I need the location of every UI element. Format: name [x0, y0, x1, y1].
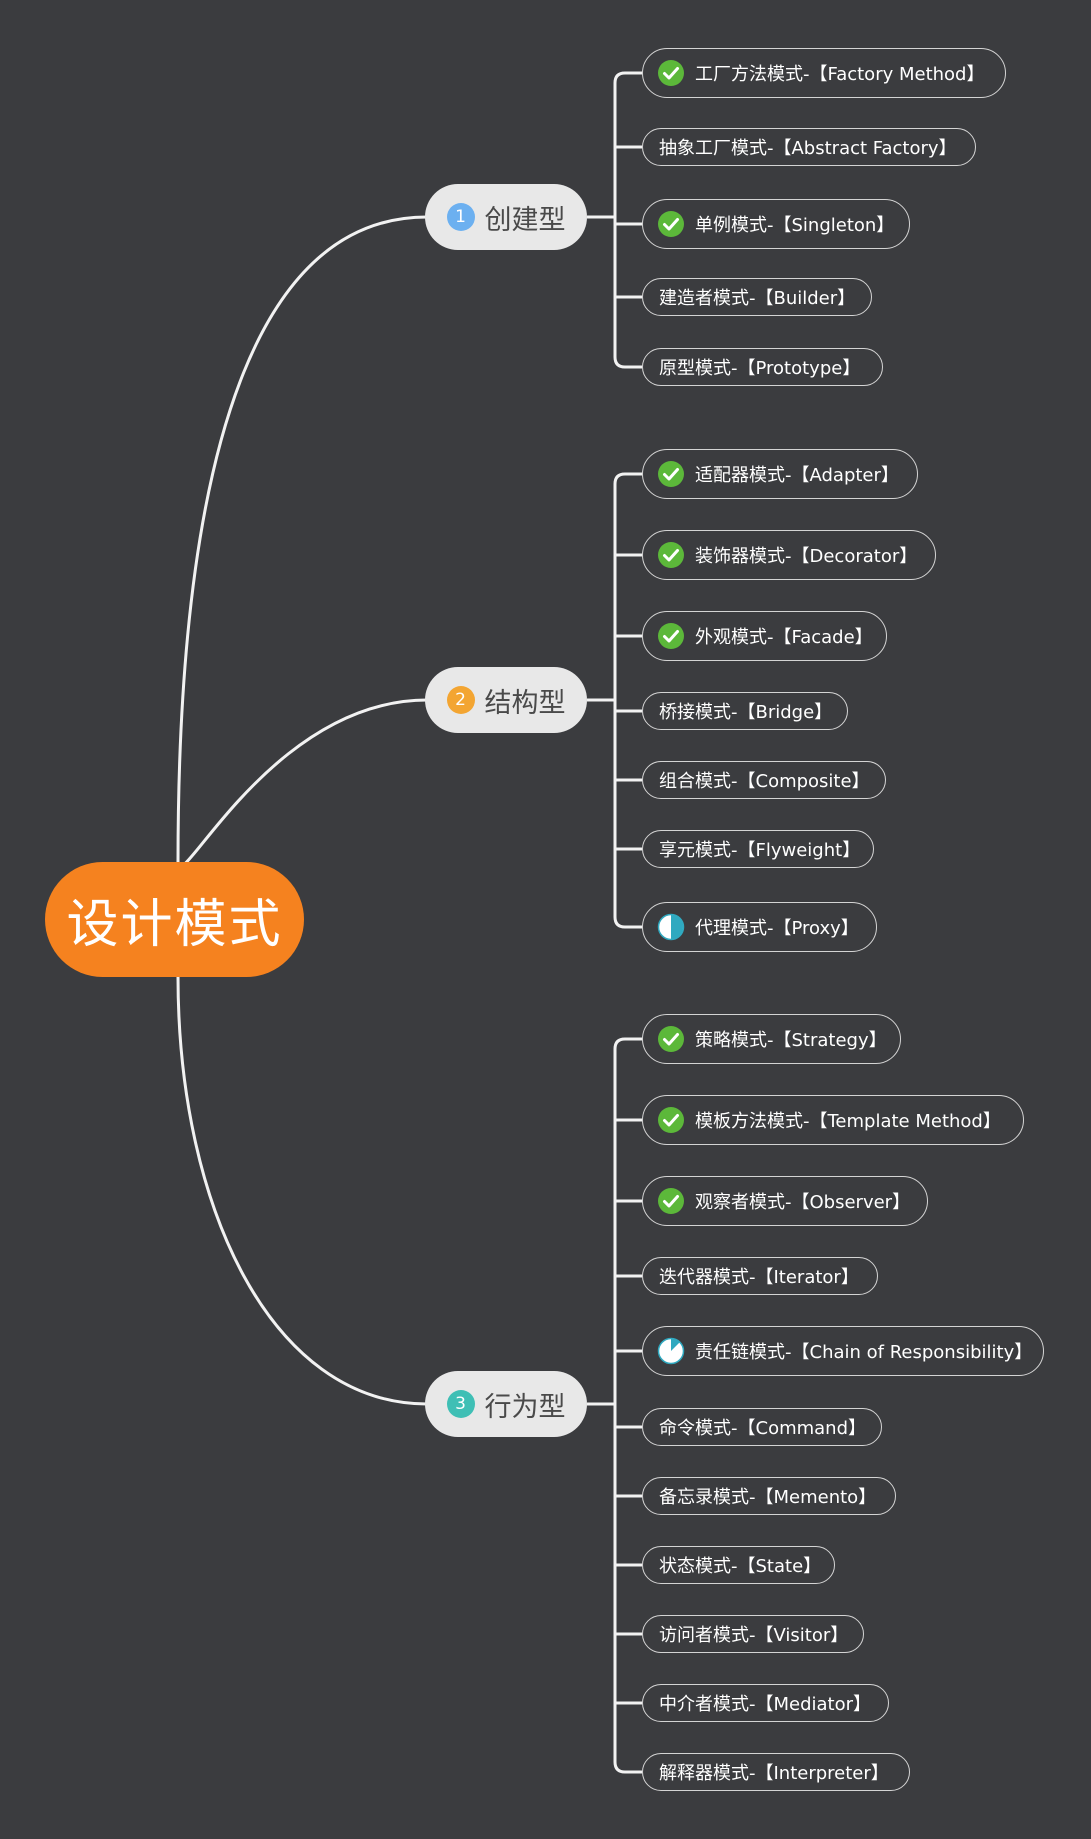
leaf-topic[interactable]: 策略模式-【Strategy】 — [642, 1014, 901, 1064]
connector-leaf-3-1 — [613, 1037, 642, 1050]
leaf-topic[interactable]: 建造者模式-【Builder】 — [642, 278, 872, 316]
leaf-topic[interactable]: 访问者模式-【Visitor】 — [642, 1615, 864, 1653]
leaf-topic[interactable]: 备忘录模式-【Memento】 — [642, 1477, 896, 1515]
leaf-topic[interactable]: 装饰器模式-【Decorator】 — [642, 530, 936, 580]
leaf-topic[interactable]: 观察者模式-【Observer】 — [642, 1176, 928, 1226]
leaf-topic[interactable]: 工厂方法模式-【Factory Method】 — [642, 48, 1006, 98]
leaf-label: 迭代器模式-【Iterator】 — [659, 1267, 859, 1288]
connector-leaf-1-1 — [613, 71, 642, 84]
branch-topic-1[interactable]: 1 创建型 — [425, 184, 587, 250]
leaf-label: 桥接模式-【Bridge】 — [659, 702, 833, 723]
leaf-topic[interactable]: 抽象工厂模式-【Abstract Factory】 — [642, 128, 976, 166]
leaf-topic[interactable]: 模板方法模式-【Template Method】 — [642, 1095, 1024, 1145]
leaf-topic[interactable]: 命令模式-【Command】 — [642, 1408, 882, 1446]
leaf-topic[interactable]: 中介者模式-【Mediator】 — [642, 1684, 889, 1722]
leaf-topic[interactable]: 迭代器模式-【Iterator】 — [642, 1257, 878, 1295]
leaf-label: 装饰器模式-【Decorator】 — [695, 546, 918, 567]
branch-label: 创建型 — [484, 204, 566, 236]
leaf-label: 命令模式-【Command】 — [659, 1418, 867, 1439]
leaf-label: 抽象工厂模式-【Abstract Factory】 — [659, 138, 957, 159]
leaf-label: 外观模式-【Facade】 — [695, 627, 873, 648]
leaf-label: 组合模式-【Composite】 — [659, 771, 870, 792]
leaf-label: 适配器模式-【Adapter】 — [695, 465, 899, 486]
check-icon — [657, 622, 685, 650]
leaf-label: 责任链模式-【Chain of Responsibility】 — [695, 1342, 1033, 1363]
connector-root-branch-2 — [176, 698, 428, 869]
check-icon — [657, 210, 685, 238]
leaf-label: 解释器模式-【Interpreter】 — [659, 1763, 889, 1784]
leaf-label: 建造者模式-【Builder】 — [659, 288, 856, 309]
check-icon — [657, 541, 685, 569]
check-icon — [657, 1187, 685, 1215]
connector-leaf-2-1 — [613, 472, 642, 485]
leaf-topic[interactable]: 外观模式-【Facade】 — [642, 611, 887, 661]
check-icon — [657, 460, 685, 488]
branch-number-badge: 1 — [446, 203, 475, 231]
leaf-label: 中介者模式-【Mediator】 — [659, 1694, 872, 1715]
leaf-label: 模板方法模式-【Template Method】 — [695, 1111, 1001, 1132]
branch-label: 行为型 — [484, 1391, 566, 1423]
leaf-label: 观察者模式-【Observer】 — [695, 1192, 911, 1213]
connector-leaf-3-11 — [613, 1761, 642, 1774]
check-icon — [657, 1106, 685, 1134]
leaf-label: 状态模式-【State】 — [659, 1556, 822, 1577]
leaf-topic[interactable]: 组合模式-【Composite】 — [642, 761, 886, 799]
leaf-topic[interactable]: 单例模式-【Singleton】 — [642, 199, 910, 249]
leaf-topic[interactable]: 责任链模式-【Chain of Responsibility】 — [642, 1326, 1044, 1376]
connector-leaf-2-7 — [613, 916, 642, 929]
leaf-label: 策略模式-【Strategy】 — [695, 1030, 887, 1051]
connector-root-branch-1 — [176, 215, 428, 863]
progress-eighth-icon — [657, 1337, 685, 1365]
leaf-topic[interactable]: 代理模式-【Proxy】 — [642, 902, 877, 952]
leaf-topic[interactable]: 状态模式-【State】 — [642, 1546, 835, 1584]
leaf-topic[interactable]: 解释器模式-【Interpreter】 — [642, 1753, 910, 1791]
check-icon — [657, 1025, 685, 1053]
branch-label: 结构型 — [484, 687, 566, 719]
leaf-label: 工厂方法模式-【Factory Method】 — [695, 64, 985, 85]
branch-number-badge: 3 — [446, 1390, 475, 1418]
progress-half-icon — [657, 913, 685, 941]
root-label: 设计模式 — [66, 895, 283, 955]
leaf-topic[interactable]: 适配器模式-【Adapter】 — [642, 449, 918, 499]
leaf-topic[interactable]: 享元模式-【Flyweight】 — [642, 830, 874, 868]
leaf-label: 享元模式-【Flyweight】 — [659, 840, 861, 861]
branch-number-badge: 2 — [446, 686, 475, 714]
leaf-label: 访问者模式-【Visitor】 — [659, 1625, 849, 1646]
leaf-label: 备忘录模式-【Memento】 — [659, 1487, 877, 1508]
connector-leaf-1-5 — [613, 356, 642, 369]
branch-topic-2[interactable]: 2 结构型 — [425, 667, 587, 733]
branch-topic-3[interactable]: 3 行为型 — [425, 1371, 587, 1437]
leaf-topic[interactable]: 原型模式-【Prototype】 — [642, 348, 883, 386]
connector-root-branch-3 — [176, 976, 428, 1406]
root-topic[interactable]: 设计模式 — [45, 862, 304, 977]
leaf-label: 原型模式-【Prototype】 — [659, 358, 861, 379]
leaf-label: 单例模式-【Singleton】 — [695, 215, 895, 236]
leaf-label: 代理模式-【Proxy】 — [695, 918, 859, 939]
leaf-topic[interactable]: 桥接模式-【Bridge】 — [642, 692, 848, 730]
check-icon — [657, 59, 685, 87]
